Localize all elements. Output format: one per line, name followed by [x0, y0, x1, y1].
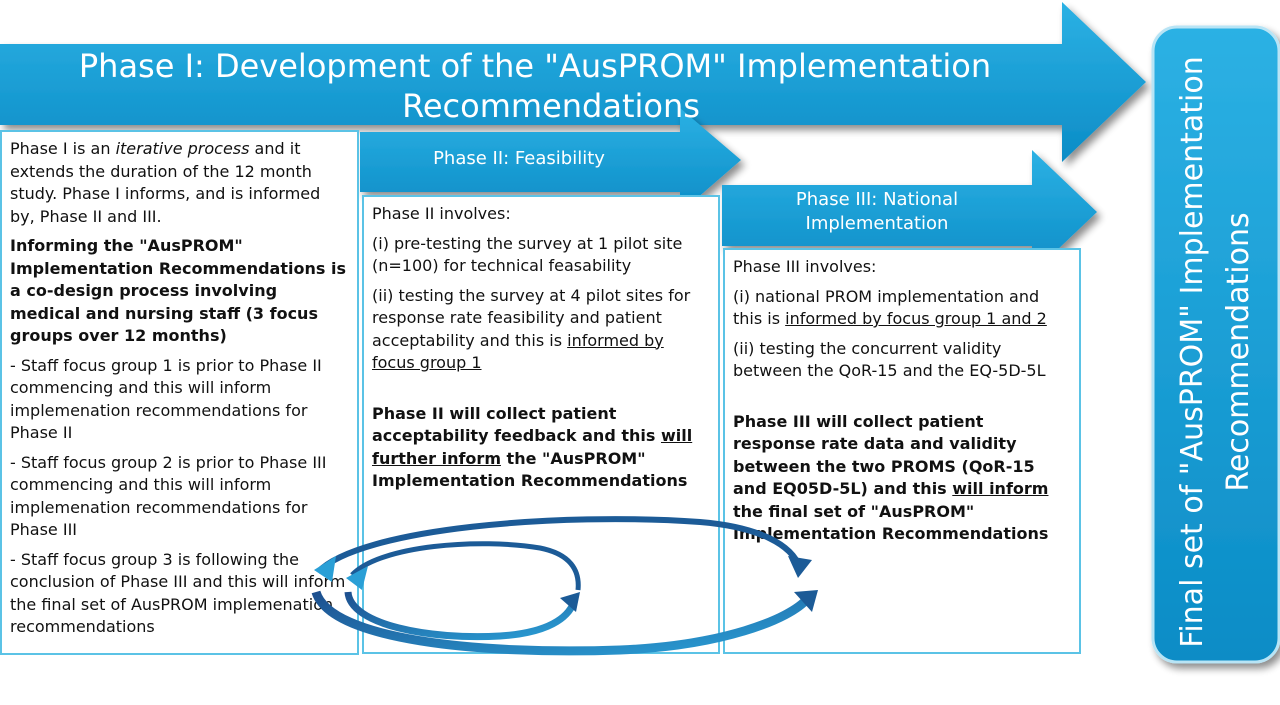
phase1-intro: Phase I is an iterative process and it e…	[10, 139, 321, 226]
phase3-summary: Phase III will collect patient response …	[733, 411, 1049, 544]
phase3-title: Phase III: National Implementation	[735, 188, 1019, 236]
phase2-item-2: (ii) testing the survey at 4 pilot sites…	[372, 285, 691, 373]
phase1-focus-group-3: - Staff focus group 3 is following the c…	[10, 549, 346, 637]
phase1-title-line2: Recommendations	[402, 87, 700, 125]
phase2-box: Phase II involves: (i) pre-testing the s…	[362, 195, 720, 654]
phase2-intro: Phase II involves:	[372, 204, 511, 223]
phase2-item-1: (i) pre-testing the survey at 1 pilot si…	[372, 233, 683, 276]
phase2-title: Phase II: Feasibility	[433, 148, 605, 169]
phase2-arrow	[360, 108, 741, 213]
phase1-title-line1: Phase I: Development of the "AusPROM" Im…	[78, 47, 992, 85]
phase1-arrow	[0, 2, 1146, 162]
final-box	[1151, 25, 1280, 664]
phase3-title-line2: Implementation	[805, 213, 949, 234]
phase3-item-1: (i) national PROM implementation and thi…	[733, 286, 1047, 329]
phase3-box: Phase III involves: (i) national PROM im…	[723, 248, 1081, 654]
phase1-focus-group-1: - Staff focus group 1 is prior to Phase …	[10, 355, 322, 443]
phase1-box: Phase I is an iterative process and it e…	[0, 130, 359, 655]
phase1-title: Phase I: Development of the "AusPROM" Im…	[60, 46, 1010, 126]
phase3-arrow	[722, 150, 1097, 274]
phase1-focus-group-2: - Staff focus group 2 is prior to Phase …	[10, 452, 327, 540]
phase3-intro: Phase III involves:	[733, 257, 877, 276]
phase2-summary: Phase II will collect patient acceptabil…	[372, 403, 693, 491]
phase3-item-2: (ii) testing the concurrent validity bet…	[733, 338, 1046, 381]
final-title: Final set of "AusPROM" Implementation Re…	[1175, 56, 1256, 648]
phase1-codesign: Informing the "AusPROM" Implementation R…	[10, 236, 346, 345]
phase3-title-line1: Phase III: National	[795, 189, 959, 210]
